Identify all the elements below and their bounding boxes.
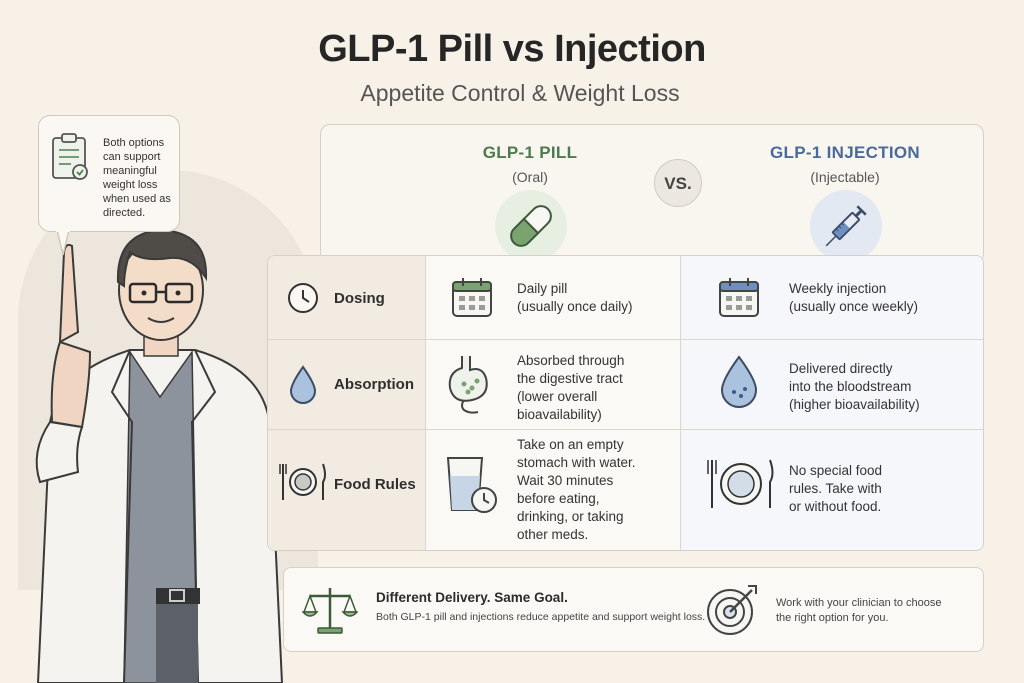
stomach-icon	[448, 356, 488, 414]
balance-scale-icon	[302, 588, 358, 634]
pill-food-rules-text: Take on an empty stomach with water. Wai…	[517, 437, 636, 542]
plate-cutlery-icon	[279, 463, 326, 500]
syringe-icon	[825, 205, 867, 247]
injection-icon-circle	[810, 190, 882, 262]
injection-absorption-text: Delivered directly into the bloodstream …	[789, 361, 920, 412]
injection-column-title: GLP-1 INJECTION	[770, 143, 920, 162]
row-label: Food Rules	[334, 476, 416, 493]
pill-column-title: GLP-1 PILL	[482, 143, 578, 162]
calendar-icon	[719, 278, 759, 317]
pill-column-header: GLP-1 PILL (Oral)	[430, 143, 630, 185]
row-label: Dosing	[334, 290, 385, 307]
footer-body: Both GLP-1 pill and injections reduce ap…	[376, 611, 706, 623]
pill-cell: Take on an empty stomach with water. Wai…	[426, 430, 681, 550]
pill-cell: Absorbed through the digestive tract (lo…	[426, 340, 681, 429]
target-arrow-icon	[707, 585, 757, 635]
table-row-absorption: Absorption Absorbed through the digestiv…	[268, 340, 983, 430]
pill-dosing-text: Daily pill (usually once daily)	[517, 281, 633, 314]
injection-cell: Weekly injection (usually once weekly)	[681, 256, 983, 339]
pill-icon-circle	[495, 190, 567, 262]
water-drop-icon	[289, 365, 317, 404]
injection-column-header: GLP-1 INJECTION (Injectable)	[745, 143, 945, 185]
page-title: GLP-1 Pill vs Injection	[318, 28, 706, 70]
injection-food-rules-text: No special food rules. Take with or with…	[789, 463, 883, 514]
injection-column-subtitle: (Injectable)	[810, 169, 880, 185]
bubble-tail	[56, 229, 70, 256]
plate-cutlery-icon	[707, 459, 774, 508]
injection-cell: No special food rules. Take with or with…	[681, 430, 983, 550]
bubble-text: Both options can support meaningful weig…	[103, 137, 171, 219]
footer-advice: Work with your clinician to choose the r…	[776, 597, 942, 624]
comparison-table: Dosing Daily pill (usually once daily)	[267, 255, 984, 551]
clock-icon	[288, 283, 318, 313]
calendar-icon	[452, 278, 492, 317]
row-label: Absorption	[334, 376, 414, 393]
footer-title: Different Delivery. Same Goal.	[376, 590, 568, 605]
table-row-dosing: Dosing Daily pill (usually once daily)	[268, 256, 983, 340]
label-cell: Absorption	[268, 340, 426, 429]
injection-dosing-text: Weekly injection (usually once weekly)	[789, 281, 919, 314]
pill-cell: Daily pill (usually once daily)	[426, 256, 681, 339]
vs-badge: VS.	[654, 159, 702, 207]
water-glass-clock-icon	[446, 457, 497, 513]
doctor-illustration	[35, 228, 284, 683]
summary-footer: Different Delivery. Same Goal. Both GLP-…	[283, 567, 984, 652]
pill-column-subtitle: (Oral)	[512, 169, 548, 185]
pill-capsule-icon	[510, 205, 552, 247]
injection-cell: Delivered directly into the bloodstream …	[681, 340, 983, 429]
clipboard-check-icon	[52, 133, 88, 180]
pill-absorption-text: Absorbed through the digestive tract (lo…	[517, 353, 625, 422]
page-subtitle: Appetite Control & Weight Loss	[360, 80, 680, 106]
water-drop-icon	[720, 355, 758, 408]
label-cell: Food Rules	[268, 430, 426, 550]
table-row-food-rules: Food Rules Take on an empty stomach with…	[268, 430, 983, 550]
speech-bubble: Both options can support meaningful weig…	[38, 115, 180, 232]
label-cell: Dosing	[268, 256, 426, 339]
